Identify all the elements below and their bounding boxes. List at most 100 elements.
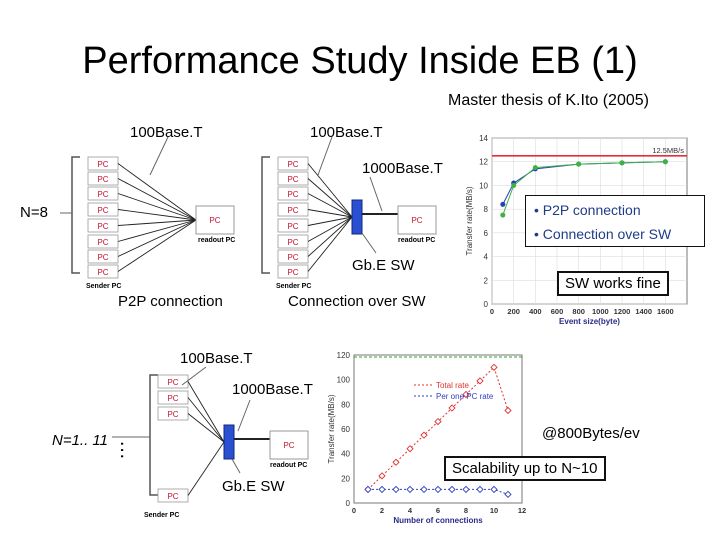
data-point [476, 377, 484, 385]
link-line [187, 413, 225, 443]
link-line [307, 216, 353, 226]
y-tick-label: 10 [479, 181, 488, 190]
data-point [434, 485, 442, 494]
y-tick-label: 60 [341, 425, 350, 434]
data-point [462, 390, 470, 399]
data-point [434, 417, 442, 426]
note-scalability: Scalability up to N~10 [444, 456, 606, 481]
sender-pc-label: PC [97, 206, 108, 215]
caption-over-sw: Connection over SW [288, 293, 426, 310]
x-tick-label: 6 [436, 506, 440, 515]
sender-pc-label: PC [287, 175, 298, 184]
label-n8: N=8 [20, 204, 48, 221]
y-axis-label: Transfer rate(MB/s) [327, 394, 336, 463]
link-line [307, 193, 353, 218]
link-line [187, 397, 225, 443]
link-line [307, 216, 353, 272]
x-tick-label: 1400 [635, 307, 652, 316]
sender-pc-label: PC [287, 222, 298, 231]
sender-pc-label: PC [97, 175, 108, 184]
sender-pc-label: PC [97, 238, 108, 247]
gbe-switch-top [351, 199, 363, 235]
callout-1000base [369, 176, 383, 212]
note-800bytes: @800Bytes/ev [542, 425, 640, 442]
data-point [500, 212, 506, 218]
data-point [448, 485, 456, 494]
sender-pc-label: PC [167, 394, 178, 403]
legend-top: • P2P connection • Connection over SW [525, 195, 705, 247]
link-line [117, 219, 197, 242]
y-axis-label: Transfer rate(MB/s) [465, 186, 474, 255]
x-tick-label: 600 [551, 307, 564, 316]
link-line [187, 441, 225, 496]
sender-pc-label: PC [97, 190, 108, 199]
callout-100base-right [317, 136, 333, 176]
x-tick-label: 0 [490, 307, 494, 316]
data-point [462, 485, 470, 494]
link-line [117, 178, 197, 221]
sender-bracket-bottom [149, 374, 158, 496]
link-line [307, 216, 353, 242]
label-100base-right: 100Base.T [310, 124, 383, 141]
slide-subtitle: Master thesis of K.Ito (2005) [448, 92, 649, 109]
link-line [117, 209, 197, 221]
legend-entry: Per one PC rate [436, 392, 494, 401]
sender-bracket-right [261, 156, 270, 274]
link-line [307, 216, 353, 257]
data-point [662, 159, 668, 165]
readout-pc-bottom-label: PC [283, 441, 294, 450]
x-tick-label: 2 [380, 506, 384, 515]
slide-title: Performance Study Inside EB (1) [82, 40, 638, 82]
link-line [187, 381, 225, 443]
data-point [392, 458, 400, 466]
sender-pc-label: PC [287, 268, 298, 277]
link-line [307, 163, 353, 218]
sender-pc-label: PC [287, 253, 298, 262]
y-tick-label: 100 [337, 376, 351, 385]
readout-caption-bottom: readout PC [270, 462, 307, 469]
data-point [420, 485, 428, 494]
label-100base-left: 100Base.T [130, 124, 203, 141]
sender-pc-label: PC [287, 206, 298, 215]
data-point [511, 182, 517, 188]
sender-bracket-left [71, 156, 80, 274]
data-point [406, 485, 414, 494]
data-point [500, 201, 506, 207]
y-tick-label: 80 [341, 400, 350, 409]
data-point [448, 404, 456, 412]
gbe-switch-bottom [223, 424, 235, 460]
readout-caption-left: readout PC [198, 237, 235, 244]
data-point [619, 160, 625, 166]
data-point [406, 445, 414, 453]
readout-pc-left [195, 205, 235, 235]
data-point [504, 406, 512, 415]
sender-pc-label: PC [287, 160, 298, 169]
y-tick-label: 0 [484, 300, 489, 309]
y-tick-label: 8 [484, 205, 489, 214]
x-tick-label: 1200 [614, 307, 631, 316]
readout-pc-right [397, 205, 437, 235]
legend-item-sw: • Connection over SW [534, 226, 672, 242]
series-line [502, 161, 666, 216]
y-tick-label: 4 [484, 253, 489, 262]
readout-pc-bottom [269, 430, 309, 460]
readout-caption-right: readout PC [398, 237, 435, 244]
sender-pc-label: PC [97, 222, 108, 231]
x-tick-label: 800 [572, 307, 585, 316]
readout-pc-left-label: PC [209, 216, 220, 225]
x-tick-label: 4 [408, 506, 413, 515]
data-point [504, 490, 512, 499]
data-point [378, 485, 386, 494]
data-point [420, 431, 428, 439]
annotation-label: 12.5MB/s [652, 146, 684, 155]
sender-caption-bottom: Sender PC [144, 512, 179, 519]
sender-pc-label: PC [167, 410, 178, 419]
y-tick-label: 120 [337, 351, 351, 360]
callout-100base-left [149, 136, 169, 176]
label-n1-11: N=1.. 11 [52, 432, 109, 449]
y-tick-label: 40 [341, 450, 350, 459]
